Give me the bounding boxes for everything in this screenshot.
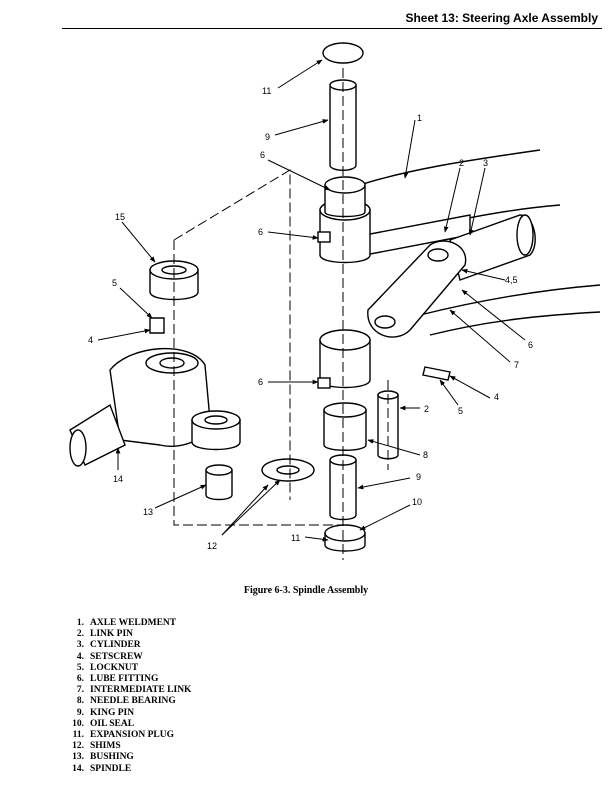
callout-label: 14	[113, 474, 123, 484]
spindle-assembly-diagram: 11 9 1 6 2 3 6 15 5 4 4,5 6 7 6 2 4 5 8 …	[69, 42, 601, 560]
list-item: 12.SHIMS	[72, 741, 121, 752]
list-item: 13.BUSHING	[72, 752, 134, 763]
list-item: 10.OIL SEAL	[72, 718, 135, 729]
list-item: 3.CYLINDER	[76, 640, 141, 651]
intermediate-link-shape	[367, 240, 467, 338]
callout-label: 15	[115, 212, 125, 222]
list-item: 1.AXLE WELDMENT	[76, 618, 177, 628]
callout-label: 6	[528, 340, 533, 350]
list-item: 8.NEEDLE BEARING	[76, 696, 176, 707]
cylinder-shape	[449, 214, 536, 281]
expansion-plug-shape	[322, 42, 364, 64]
list-item: 4.SETSCREW	[76, 651, 143, 662]
callout-label: 2	[424, 404, 429, 414]
callout-labels: 11 9 1 6 2 3 6 15 5 4 4,5 6 7 6 2 4 5 8 …	[88, 86, 533, 551]
figure-caption: Figure 6-3. Spindle Assembly	[243, 585, 369, 596]
callout-label: 10	[412, 497, 422, 507]
bushing-shape	[205, 469, 233, 501]
callout-label: 4,5	[505, 275, 518, 285]
list-item: 9.KING PIN	[76, 707, 135, 718]
page-header: Sheet 13: Steering Axle Assembly	[62, 10, 602, 29]
axle-weldment-shape	[344, 149, 541, 191]
list-item: 5.LOCKNUT	[76, 662, 139, 673]
list-item: 11.EXPANSION PLUG	[72, 730, 175, 741]
list-item: 14.SPINDLE	[72, 763, 132, 774]
list-item: 6.LUBE FITTING	[76, 674, 159, 685]
callout-label: 5	[458, 406, 463, 416]
parts-list: 1.AXLE WELDMENT 2.LINK PIN 3.CYLINDER 4.…	[66, 618, 191, 775]
upper-knuckle-shape	[319, 209, 371, 264]
callout-label: 12	[207, 541, 217, 551]
callout-label: 11	[262, 86, 271, 96]
callout-label: 6	[258, 377, 263, 387]
callout-label: 5	[112, 278, 117, 288]
callout-label: 4	[494, 392, 499, 402]
callout-label: 6	[258, 227, 263, 237]
needle-bearing-shape	[323, 409, 367, 451]
callout-label: 1	[417, 113, 422, 123]
list-item: 2.LINK PIN	[76, 629, 134, 640]
callout-label: 2	[459, 158, 464, 168]
callout-label: 9	[265, 132, 270, 142]
spindle-shape	[109, 347, 211, 447]
callout-label: 13	[143, 507, 153, 517]
callout-label: 8	[423, 450, 428, 460]
list-item: 7.INTERMEDIATE LINK	[76, 685, 192, 696]
callout-label: 3	[483, 158, 488, 168]
callout-label: 7	[514, 360, 519, 370]
callout-label: 9	[416, 472, 421, 482]
callout-label: 11	[291, 533, 300, 543]
sheet-title: Sheet 13: Steering Axle Assembly	[405, 11, 598, 25]
callout-label: 6	[260, 150, 265, 160]
callout-label: 4	[88, 335, 93, 345]
